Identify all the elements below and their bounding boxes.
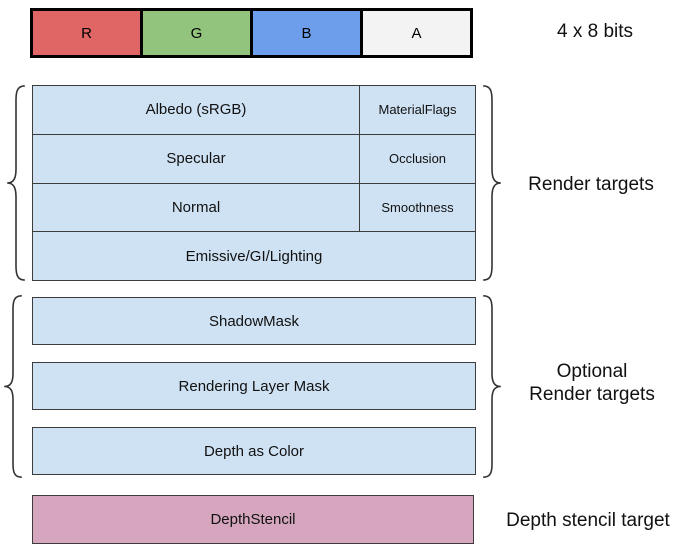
optional-label-line2: Render targets [529,384,655,405]
render-targets-label: Render targets [528,174,654,195]
cell-albedo: Albedo (sRGB) [33,86,359,134]
depth-stencil-label: Depth stencil target [506,510,670,531]
render-targets-table: Albedo (sRGB) MaterialFlags Specular Occ… [32,85,476,281]
table-row: Albedo (sRGB) MaterialFlags [33,86,475,134]
optional-render-targets-label: Optional Render targets [494,360,690,406]
right-brace-optional-targets [481,294,503,479]
table-row: Specular Occlusion [33,133,475,183]
right-brace-render-targets [481,84,503,282]
cell-smoothness: Smoothness [359,183,475,232]
box-depthstencil: DepthStencil [32,495,474,544]
left-brace-optional-targets [2,294,24,479]
box-rendering-layer-mask: Rendering Layer Mask [32,362,476,410]
table-row: Normal Smoothness [33,182,475,232]
box-depth-as-color: Depth as Color [32,427,476,475]
optional-label-line1: Optional [556,361,628,382]
bits-caption: 4 x 8 bits [556,21,634,42]
channel-cell-b: B [250,11,360,55]
channel-bar: R G B A [30,8,473,58]
channel-cell-a: A [360,11,470,55]
cell-occlusion: Occlusion [359,134,475,183]
cell-normal: Normal [33,183,359,232]
left-brace-render-targets [5,84,27,282]
cell-specular: Specular [33,134,359,183]
box-shadowmask: ShadowMask [32,297,476,345]
channel-cell-r: R [33,11,140,55]
channel-cell-g: G [140,11,250,55]
cell-emissive: Emissive/GI/Lighting [33,232,475,280]
table-row: Emissive/GI/Lighting [33,231,475,280]
cell-materialflags: MaterialFlags [359,86,475,134]
